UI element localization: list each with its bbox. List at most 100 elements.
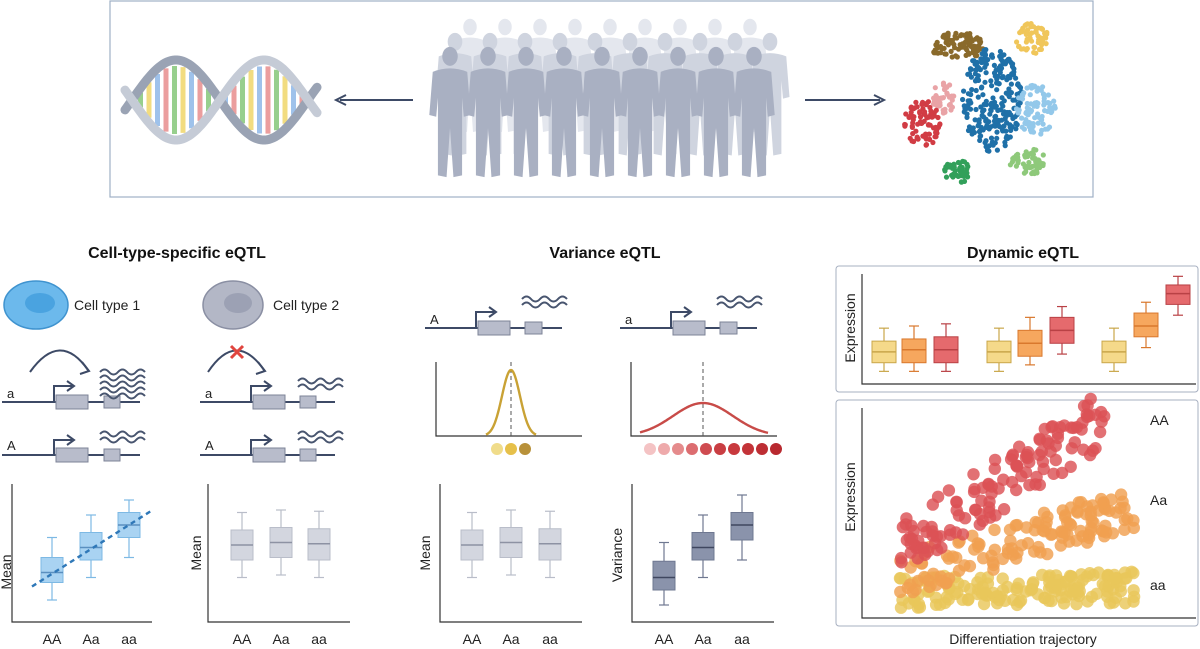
person-body — [733, 68, 775, 178]
cluster-cell — [967, 66, 974, 72]
transcript-wave — [297, 436, 344, 444]
scatter-point — [921, 545, 934, 558]
cell2-ylabel: Mean — [188, 535, 204, 570]
cluster-cell — [1036, 46, 1043, 53]
scatter-point — [967, 468, 980, 481]
cluster-cell — [957, 165, 963, 171]
cluster-cell — [968, 43, 974, 50]
person-head — [568, 18, 582, 36]
cell2-allele-a: a — [205, 386, 213, 401]
cluster-cell — [972, 117, 978, 123]
cluster-cell — [997, 63, 1004, 69]
scatter-point — [1095, 492, 1108, 506]
cluster-cell — [994, 129, 1000, 135]
cluster-cell — [997, 48, 1004, 55]
cluster-cell — [915, 136, 921, 142]
cluster-cell — [951, 171, 957, 177]
cluster-cell — [1030, 169, 1037, 175]
cluster-cell — [967, 34, 973, 40]
person-head — [727, 32, 743, 51]
cluster-cell — [948, 107, 954, 113]
cluster-cell — [937, 121, 943, 127]
scatter-point — [1043, 576, 1056, 589]
cluster-cell — [953, 53, 959, 59]
cluster-cell — [982, 64, 988, 70]
transcript-wave — [99, 430, 146, 438]
cluster-cell — [994, 147, 1001, 153]
cluster-cell — [1035, 161, 1041, 167]
cluster-cell — [1013, 106, 1020, 112]
scatter-point — [1114, 488, 1128, 501]
person-head — [594, 46, 610, 66]
genotype-tick-label: AA — [463, 631, 482, 647]
scatter-point — [957, 579, 971, 593]
cluster-cell — [960, 158, 966, 164]
cluster-cell — [948, 48, 954, 55]
scatter-point — [988, 543, 1001, 556]
scatter-point — [1118, 572, 1131, 585]
cluster-cell — [940, 110, 947, 116]
person-silhouette — [733, 46, 775, 178]
cluster-cell — [1024, 153, 1030, 159]
person-body — [505, 68, 547, 178]
person-head — [552, 32, 568, 51]
cluster-cell — [997, 69, 1003, 76]
dynamic-bottom-ylabel: Expression — [842, 462, 858, 531]
cell1-gene-A — [2, 434, 140, 463]
cluster-cell — [1048, 109, 1054, 116]
transcript-wave — [297, 383, 344, 391]
cluster-cell — [1041, 92, 1047, 98]
cell-type-2-icon — [202, 280, 264, 330]
scatter-point — [1064, 460, 1077, 473]
cluster-cell — [971, 58, 977, 64]
scatter-point — [931, 490, 945, 503]
distribution-dot — [644, 443, 656, 455]
scatter-point — [1049, 453, 1063, 467]
cluster-cell — [936, 99, 942, 105]
distribution-dot — [700, 443, 712, 455]
variance-gene-a — [620, 306, 757, 336]
scatter-point — [1093, 425, 1107, 439]
cluster-cell — [1040, 121, 1046, 127]
cluster-cell — [1025, 27, 1031, 33]
cluster-cell — [965, 71, 971, 77]
scatter-point — [925, 520, 938, 534]
person-head — [746, 46, 762, 66]
cluster-cell — [968, 100, 974, 106]
scatter-point — [895, 556, 908, 569]
person-silhouette — [695, 46, 737, 178]
cluster-cell — [913, 99, 919, 105]
cluster-cell — [1015, 82, 1021, 88]
cluster-cell — [1017, 29, 1023, 36]
cluster-cell — [933, 107, 939, 113]
cluster-cell — [941, 86, 948, 93]
cluster-cell — [923, 136, 929, 142]
cluster-cell — [938, 50, 944, 56]
scatter-point — [1068, 436, 1082, 449]
transcript-wave — [297, 377, 344, 385]
cluster-cell — [1029, 124, 1035, 130]
distribution-dot — [672, 443, 684, 455]
person-head — [670, 46, 686, 66]
cluster-cell — [1004, 77, 1010, 83]
cluster-cell — [983, 116, 989, 122]
cell2-allele-A: A — [205, 438, 214, 453]
cell1-gene-a — [2, 349, 140, 410]
cluster-cell — [1031, 44, 1037, 51]
distribution-dot — [658, 443, 670, 455]
box-body — [730, 512, 754, 541]
variance-gene-A — [425, 306, 562, 336]
genotype-tick-label: AA — [233, 631, 252, 647]
scatter-point — [1019, 585, 1033, 598]
cluster-cell — [1022, 120, 1028, 126]
scatter-point — [1028, 545, 1041, 558]
transcript-wave — [716, 295, 763, 303]
boxplot-variance-mean — [439, 484, 582, 623]
scatter-point — [1121, 512, 1134, 525]
transcript-wave — [297, 430, 344, 438]
cluster-cell — [945, 32, 951, 38]
cluster-cell — [989, 83, 995, 89]
cluster-cell — [961, 88, 967, 94]
cluster-cell — [955, 159, 962, 166]
cluster-cell — [978, 133, 984, 139]
